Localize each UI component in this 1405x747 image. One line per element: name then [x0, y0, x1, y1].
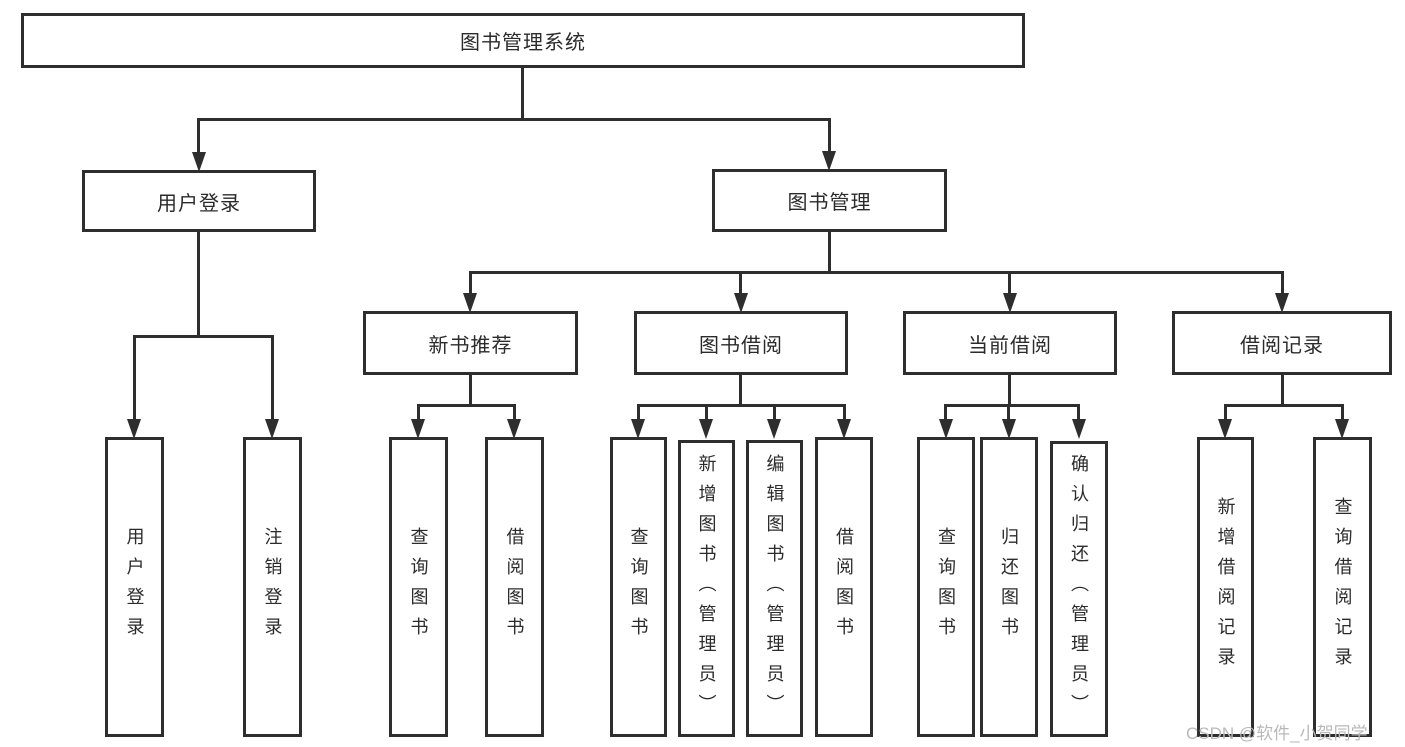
arrow-down-icon [1335, 419, 1349, 439]
leaf-label: 借阅图书 [504, 527, 525, 647]
connector-stub-borrow-record [1281, 271, 1284, 296]
arrow-down-icon [734, 293, 748, 313]
leaf-newbook-query-book: 查询图书 [389, 437, 448, 737]
arrow-down-icon [1275, 293, 1289, 313]
connector-stub [705, 404, 708, 420]
connector-stub [513, 404, 516, 420]
leaf-label: 查询图书 [628, 527, 649, 647]
leaf-label: 新增图书（管理员） [696, 453, 717, 724]
node-label: 用户登录 [157, 192, 241, 215]
node-label: 新书推荐 [428, 334, 513, 357]
connector-stub-current-borrow [1008, 271, 1011, 296]
connector-stub [843, 404, 846, 420]
connector-stub-leaf-logout [271, 335, 274, 420]
node-borrow-record: 借阅记录 [1172, 311, 1392, 375]
arrow-down-icon [699, 419, 713, 439]
connector-current-borrow-bar [944, 404, 1080, 407]
connector-stub-user-login [197, 118, 200, 153]
arrow-down-icon [1072, 419, 1086, 439]
node-label: 图书借阅 [699, 334, 783, 357]
connector-new-book-stem [469, 375, 472, 407]
leaf-confirm-return-admin: 确认归还（管理员） [1050, 441, 1108, 737]
connector-new-book-bar [417, 404, 516, 407]
connector-stub [1077, 404, 1080, 420]
connector-stub-book-management [828, 118, 831, 153]
leaf-label: 编辑图书（管理员） [764, 453, 785, 724]
connector-current-borrow-stem [1008, 375, 1011, 407]
leaf-label: 查询借阅记录 [1332, 497, 1353, 677]
connector-book-borrow-bar [637, 404, 846, 407]
leaf-logout: 注销登录 [243, 437, 302, 737]
leaf-borrow-query-book: 查询图书 [610, 437, 667, 737]
node-label: 图书管理系统 [460, 32, 586, 54]
arrow-down-icon [463, 293, 477, 313]
leaf-label: 注销登录 [262, 527, 283, 647]
connector-root-stem [521, 68, 524, 118]
leaf-newbook-borrow-book: 借阅图书 [485, 437, 544, 737]
leaf-label: 新增借阅记录 [1215, 497, 1236, 677]
connector-book-mgmt-stem [828, 232, 831, 274]
node-user-login: 用户登录 [82, 170, 316, 232]
leaf-edit-book-admin: 编辑图书（管理员） [746, 440, 803, 737]
node-book-management: 图书管理 [712, 169, 947, 232]
connector-user-login-stem [197, 232, 200, 338]
node-label: 图书管理 [787, 192, 872, 214]
connector-stub [1341, 404, 1344, 420]
node-new-book-recommend: 新书推荐 [363, 311, 578, 375]
connector-stub [1007, 404, 1010, 420]
connector-stub [944, 404, 947, 420]
leaf-borrow-borrow-book: 借阅图书 [815, 437, 873, 737]
connector-book-borrow-stem [739, 375, 742, 407]
connector-borrow-record-stem [1281, 375, 1284, 407]
leaf-label: 用户登录 [124, 527, 145, 647]
arrow-down-icon [507, 419, 521, 439]
arrow-down-icon [822, 151, 836, 171]
leaf-label: 查询图书 [408, 527, 429, 647]
leaf-current-query-book: 查询图书 [917, 437, 975, 737]
node-label: 借阅记录 [1240, 334, 1324, 357]
arrow-down-icon [1002, 419, 1016, 439]
connector-stub [417, 404, 420, 420]
csdn-watermark: CSDN @软件_小贺同学 [1186, 724, 1368, 743]
leaf-label: 借阅图书 [834, 527, 854, 647]
connector-stub-leaf-login [133, 335, 136, 420]
node-library-management-system: 图书管理系统 [21, 13, 1025, 68]
leaf-label: 确认归还（管理员） [1069, 454, 1089, 724]
arrow-down-icon [939, 419, 953, 439]
arrow-down-icon [1003, 293, 1017, 313]
connector-root-bar [198, 118, 831, 121]
connector-stub [1224, 404, 1227, 420]
connector-borrow-record-bar [1224, 404, 1344, 407]
connector-stub [637, 404, 640, 420]
connector-stub-new-book [469, 271, 472, 296]
connector-book-mgmt-bar [469, 271, 1284, 274]
node-label: 当前借阅 [968, 334, 1052, 357]
arrow-down-icon [265, 419, 279, 439]
arrow-down-icon [192, 152, 206, 172]
arrow-down-icon [1218, 419, 1232, 439]
connector-stub-book-borrow [739, 271, 742, 296]
leaf-label: 查询图书 [936, 527, 956, 647]
leaf-user-login: 用户登录 [105, 437, 164, 737]
connector-stub [773, 404, 776, 420]
leaf-query-borrow-record: 查询借阅记录 [1313, 437, 1372, 737]
arrow-down-icon [767, 419, 781, 439]
arrow-down-icon [631, 419, 645, 439]
node-current-borrow: 当前借阅 [903, 311, 1117, 375]
arrow-down-icon [127, 419, 141, 439]
node-book-borrow: 图书借阅 [634, 311, 848, 375]
leaf-add-book-admin: 新增图书（管理员） [678, 440, 735, 737]
leaf-label: 归还图书 [999, 527, 1019, 647]
arrow-down-icon [411, 419, 425, 439]
leaf-add-borrow-record: 新增借阅记录 [1197, 437, 1254, 737]
arrow-down-icon [837, 419, 851, 439]
connector-user-login-bar [133, 335, 274, 338]
leaf-return-book: 归还图书 [980, 437, 1038, 737]
